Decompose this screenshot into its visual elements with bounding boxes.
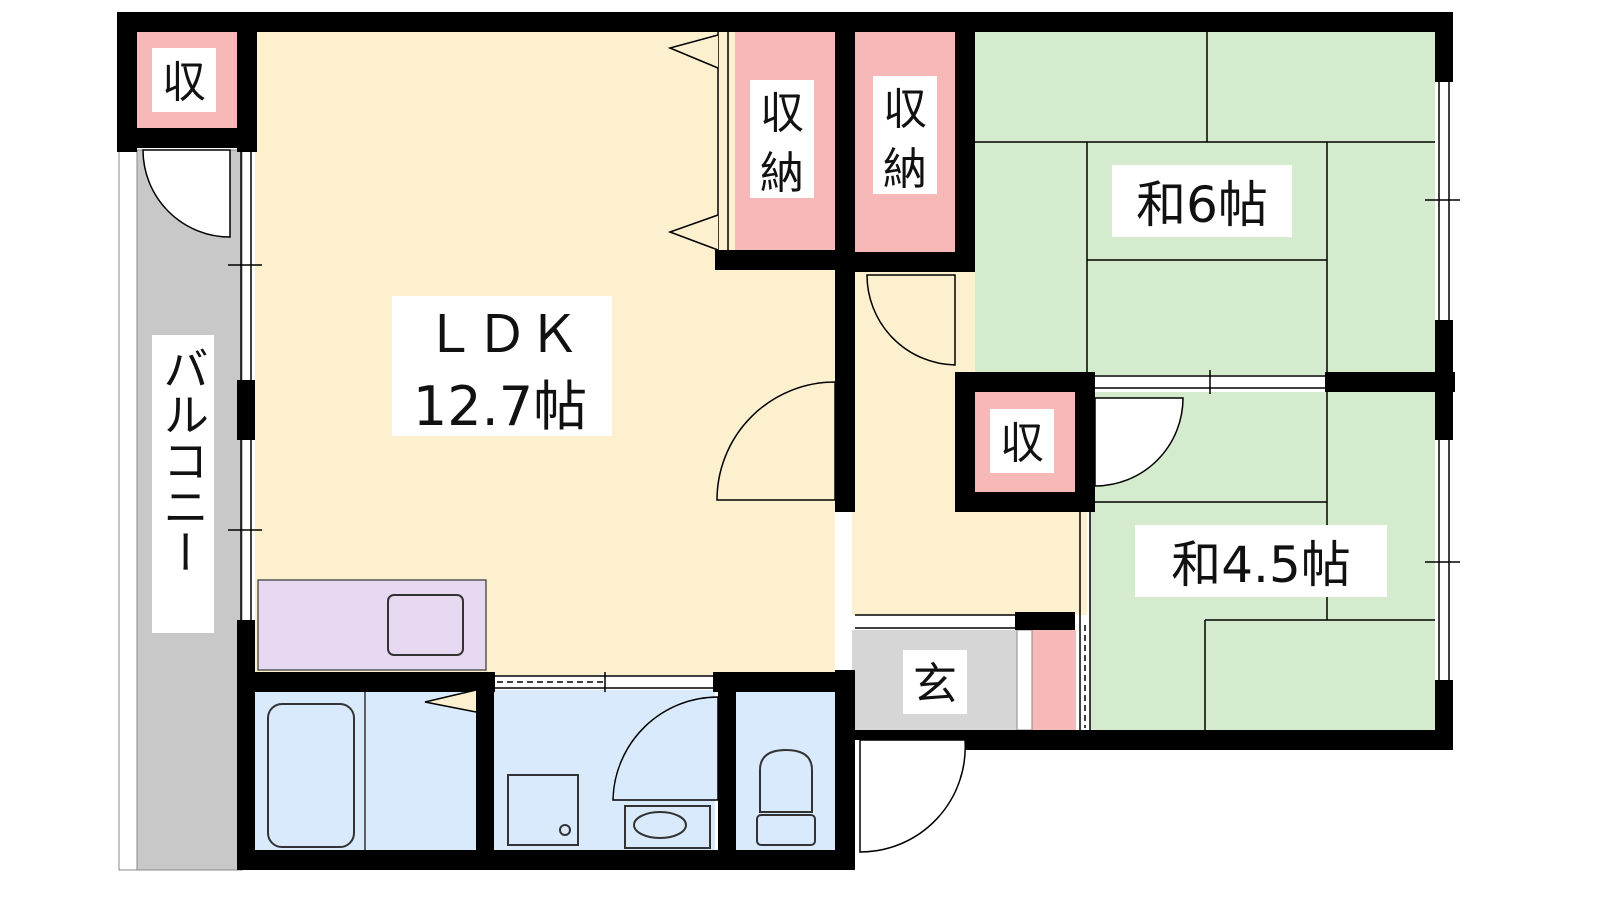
washitsu-45-label: 和4.5帖: [1171, 536, 1351, 594]
washitsu-6-label: 和6帖: [1136, 176, 1268, 234]
storage-label-6jo-bottom: 納: [883, 144, 927, 195]
storage-label-ldk-top: 収: [760, 88, 804, 139]
ldk-label: ＬＤＫ: [424, 305, 580, 365]
door-swings: [142, 149, 1184, 853]
sink-icon: [387, 594, 464, 656]
balcony-label: バルコニー: [156, 345, 210, 575]
toilet-icon: [756, 748, 816, 846]
storage-label-top-left: 収: [162, 57, 206, 108]
storage-label-ldk-bottom: 納: [760, 148, 804, 199]
ldk-size-label: 12.7帖: [413, 375, 587, 438]
genkan-label: 玄: [913, 659, 957, 710]
storage-label-small: 収: [1000, 418, 1044, 469]
bathtub-icon: [267, 703, 355, 848]
washing-machine-icon: [507, 774, 579, 846]
storage-genkan: [1032, 630, 1076, 730]
storage-label-6jo-top: 収: [883, 84, 927, 135]
